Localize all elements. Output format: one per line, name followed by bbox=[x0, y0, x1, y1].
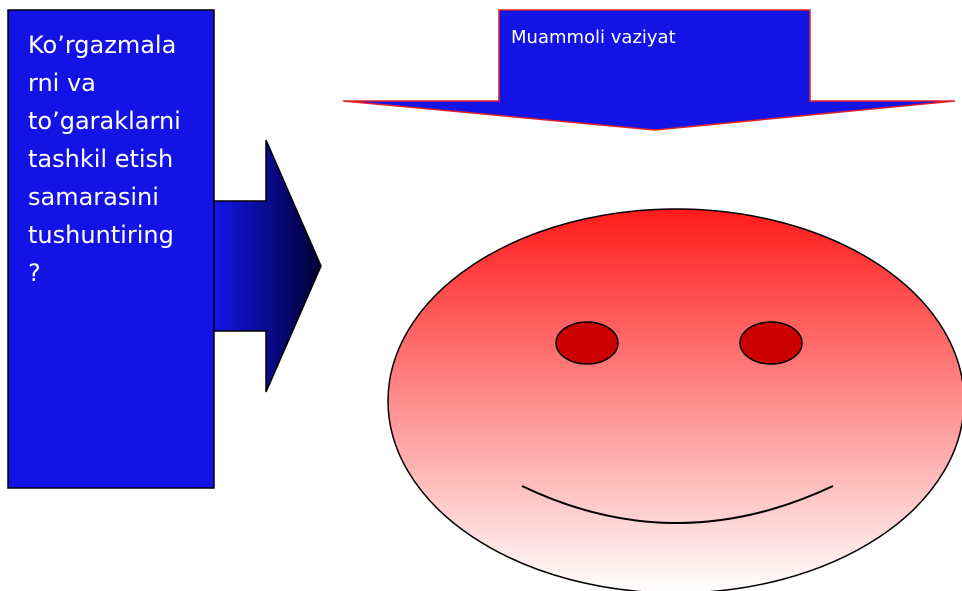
smile-mouth bbox=[521, 485, 834, 524]
face-ellipse bbox=[387, 208, 962, 591]
left-callout-box bbox=[7, 9, 215, 489]
left-eye bbox=[555, 321, 619, 365]
top-callout-label: Muammoli vaziyat bbox=[511, 27, 676, 48]
left-callout-text: Ko’rgazmala rni va to’garaklarni tashkil… bbox=[28, 31, 181, 287]
right-eye bbox=[739, 321, 803, 365]
top-callout-shape bbox=[342, 9, 956, 131]
right-arrow-shape bbox=[211, 139, 322, 393]
